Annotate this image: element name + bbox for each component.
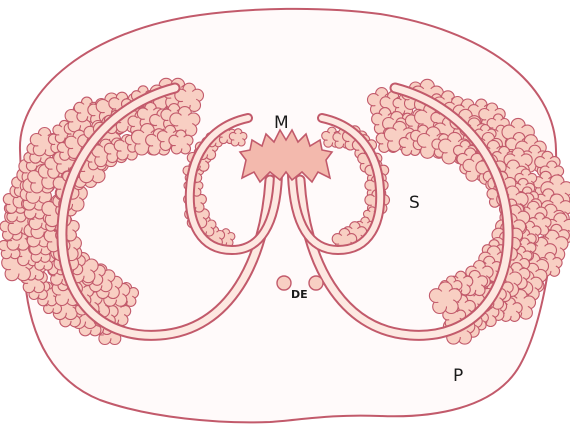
ejaculatory-duct-right — [309, 276, 323, 290]
label-p: P — [453, 366, 463, 386]
ejaculatory-duct-left — [277, 276, 291, 290]
label-de: DE — [291, 288, 308, 301]
label-s: S — [409, 193, 420, 213]
capsule-outline — [20, 9, 556, 423]
label-m: M — [274, 113, 289, 133]
